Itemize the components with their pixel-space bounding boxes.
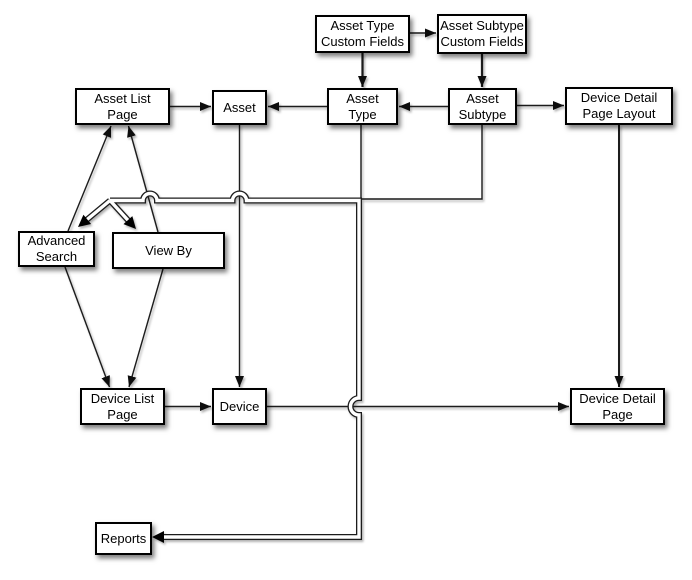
node-label: Asset Type Custom Fields: [320, 18, 405, 49]
edge-asset-subtype-to-trunk: [361, 125, 483, 200]
node-label: Reports: [100, 530, 147, 546]
node-asset-subtype: Asset Subtype: [448, 88, 517, 125]
node-label: Advanced Search: [27, 233, 86, 264]
node-label: Asset Subtype Custom Fields: [440, 18, 524, 49]
node-label: Asset List Page: [94, 90, 151, 122]
node-label: Device Detail Page Layout: [580, 90, 658, 121]
node-asset-subtype-custom-fields: Asset Subtype Custom Fields: [437, 14, 527, 54]
edge-view-by-to-asset-list-page: [127, 125, 159, 233]
node-asset-list-page: Asset List Page: [75, 88, 170, 125]
node-view-by: View By: [112, 232, 225, 269]
node-asset: Asset: [212, 90, 267, 125]
trunk-arrowhead-view-by: [123, 216, 136, 229]
node-device: Device: [212, 388, 267, 425]
edge-advanced-search-to-asset-list-page: [67, 125, 112, 232]
trunk-core-main: [110, 191, 361, 539]
node-label: View By: [145, 242, 192, 258]
node-advanced-search: Advanced Search: [18, 231, 95, 267]
node-reports: Reports: [95, 522, 152, 555]
trunk-core-branch-advanced-search: [85, 199, 112, 222]
node-label: Asset Subtype: [458, 90, 507, 122]
node-device-detail-page: Device Detail Page: [570, 388, 665, 425]
node-label: Device: [219, 398, 260, 414]
node-label: Device Detail Page: [579, 390, 656, 422]
trunk-arrowhead-advanced-search: [78, 214, 92, 227]
node-asset-type-custom-fields: Asset Type Custom Fields: [315, 15, 410, 53]
node-device-list-page: Device List Page: [80, 388, 165, 425]
node-label: Asset Type: [346, 90, 379, 122]
edge-advanced-search-to-device-list-page: [64, 266, 111, 388]
node-asset-type: Asset Type: [327, 88, 398, 125]
edge-view-by-to-device-list-page: [127, 268, 164, 388]
trunk-arrowhead-reports: [152, 531, 164, 543]
node-label: Asset: [223, 99, 256, 115]
node-label: Device List Page: [90, 390, 155, 422]
node-device-detail-page-layout: Device Detail Page Layout: [565, 87, 673, 125]
trunk-core-branch-view-by: [108, 199, 130, 223]
